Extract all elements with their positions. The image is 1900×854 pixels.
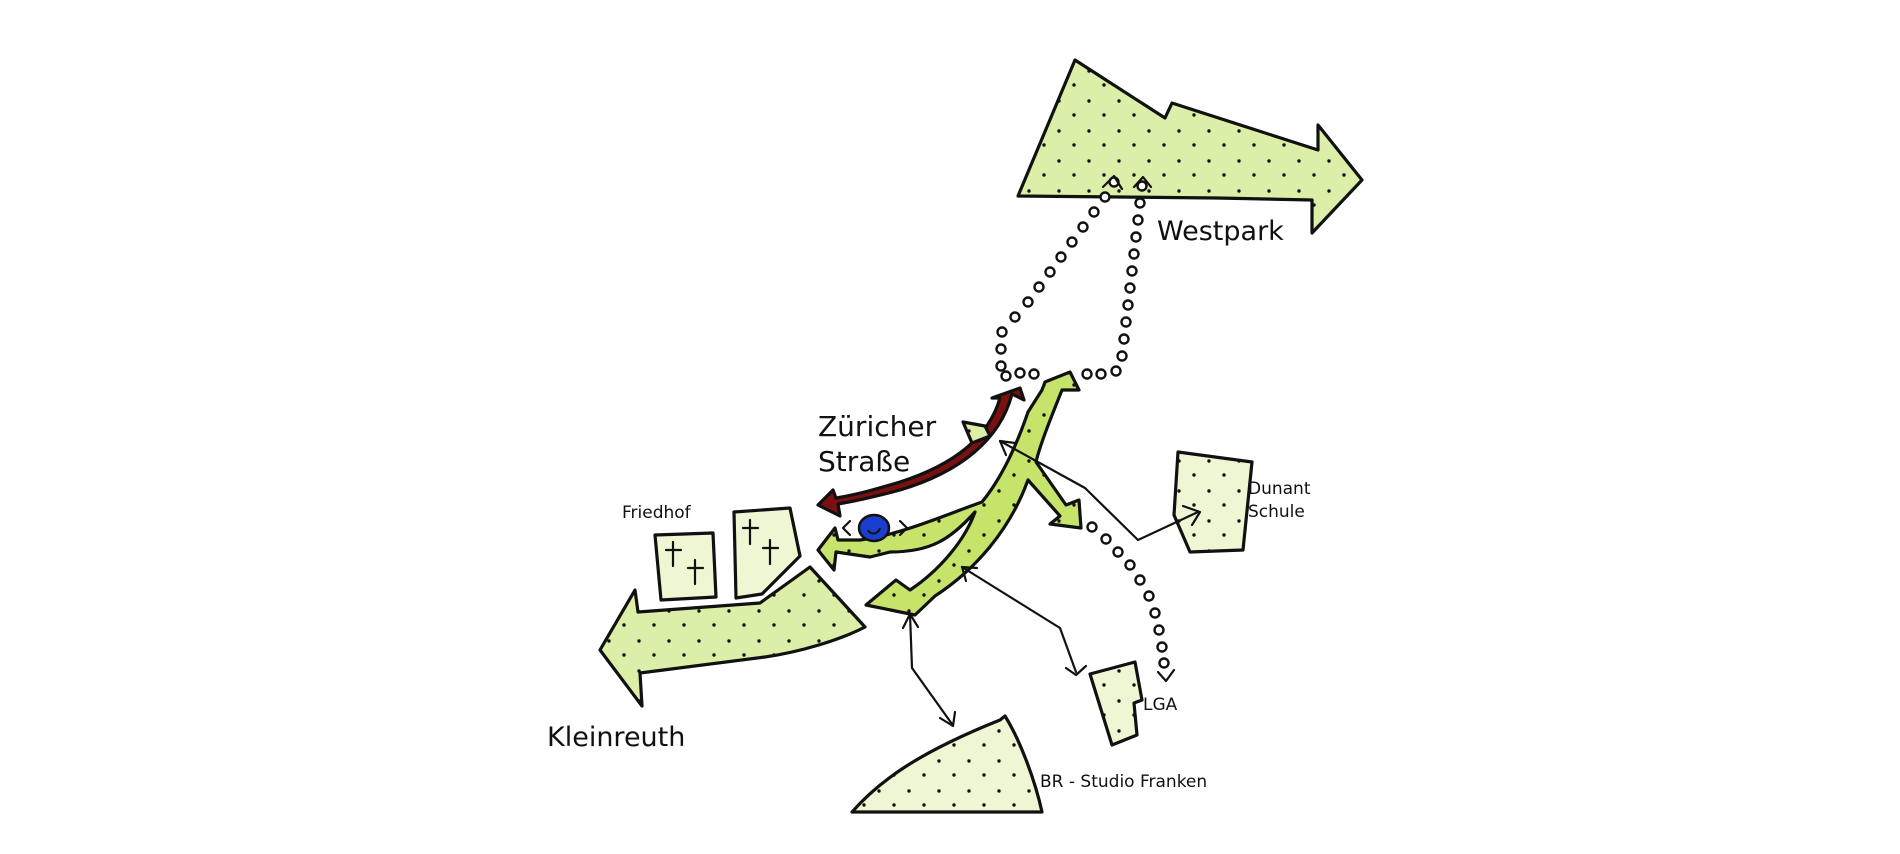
cross-icon — [664, 540, 683, 568]
eye-marker-icon — [841, 513, 909, 543]
label-br-studio: BR - Studio Franken — [1040, 772, 1207, 792]
kleinreuth-area — [598, 565, 867, 708]
friedhof-block-left — [653, 531, 718, 602]
connector-arrows — [901, 439, 1202, 728]
cross-icon — [761, 538, 780, 566]
cross-icon — [741, 518, 760, 546]
label-dunant-line2: Schule — [1248, 502, 1305, 522]
central-green-path — [816, 370, 1083, 617]
westpark-area — [1016, 58, 1364, 235]
br-studio-area — [850, 714, 1044, 814]
label-zuricher-line2: Straße — [818, 445, 910, 478]
cross-icon — [686, 558, 705, 586]
label-zuricher-line1: Züricher — [818, 410, 937, 443]
dotted-path-lga — [1086, 521, 1176, 683]
label-dunant-line1: Dunant — [1248, 479, 1311, 499]
dotted-path-west — [995, 174, 1124, 382]
dotted-path-east — [1081, 175, 1153, 380]
friedhof-block-right — [732, 506, 802, 600]
small-fragment — [961, 420, 992, 445]
label-lga: LGA — [1143, 695, 1178, 715]
label-westpark: Westpark — [1157, 216, 1284, 247]
lga-area — [1088, 660, 1144, 747]
label-friedhof: Friedhof — [622, 503, 692, 523]
dunant-schule-area — [1172, 450, 1254, 554]
label-kleinreuth: Kleinreuth — [547, 722, 685, 753]
